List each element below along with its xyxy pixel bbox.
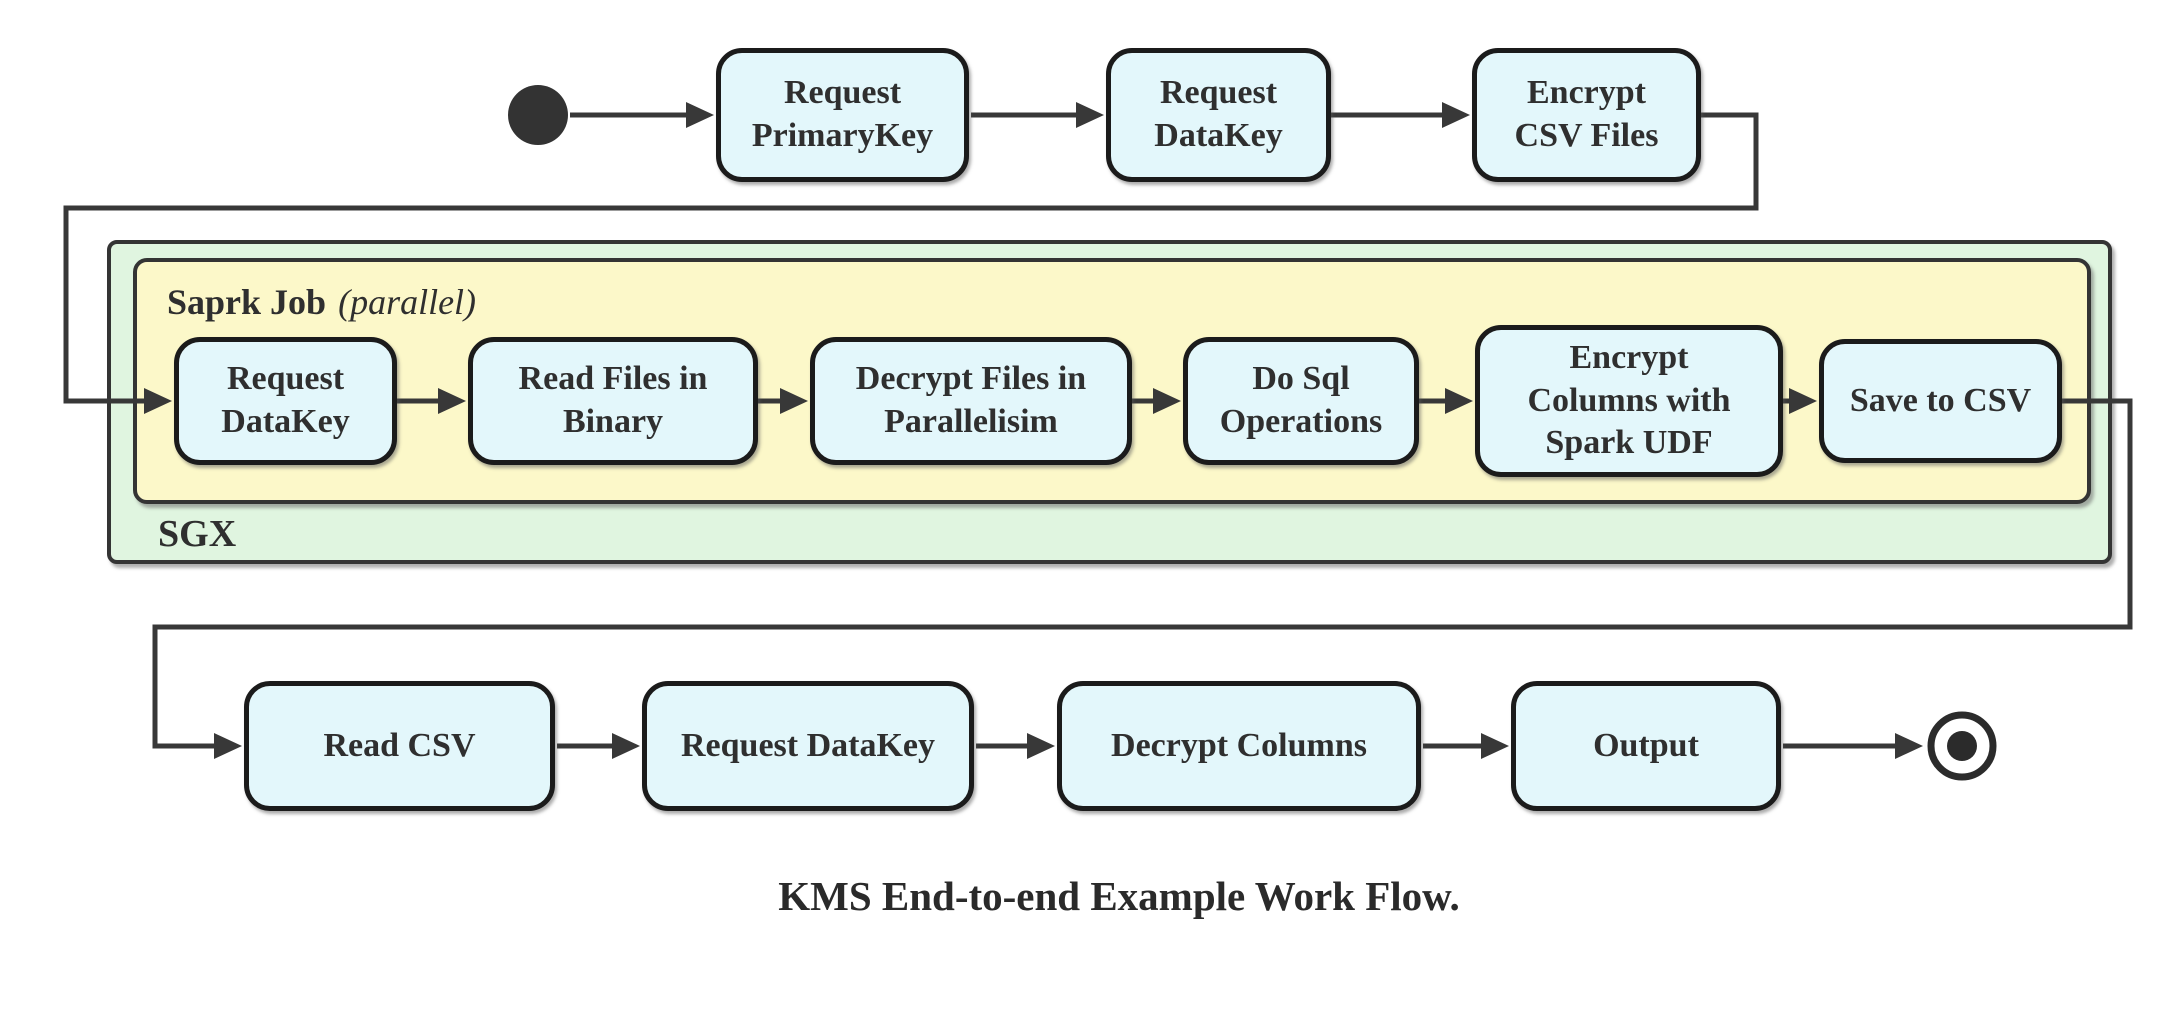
state-request-datakey-bottom: Request DataKey [642, 681, 974, 811]
state-output: Output [1511, 681, 1781, 811]
state-decrypt-columns: Decrypt Columns [1057, 681, 1421, 811]
state-read-files-in-binary: Read Files in Binary [468, 337, 758, 465]
state-sgx-request-datakey: Request DataKey [174, 337, 397, 465]
state-encrypt-csv-files: Encrypt CSV Files [1472, 48, 1701, 182]
spark-job-label-parallel: (parallel) [338, 282, 477, 322]
state-decrypt-files-in-parallelisim: Decrypt Files in Parallelisim [810, 337, 1132, 465]
spark-job-container-label: Saprk Job (parallel) [167, 281, 476, 323]
spark-job-label-bold: Saprk Job [167, 282, 327, 322]
initial-state-node [508, 85, 568, 145]
state-encrypt-columns-with-spark-udf: Encrypt Columns with Spark UDF [1475, 325, 1783, 477]
state-read-csv: Read CSV [244, 681, 555, 811]
state-request-datakey-top: Request DataKey [1106, 48, 1331, 182]
diagram-caption: KMS End-to-end Example Work Flow. [778, 873, 1460, 919]
state-request-primarykey: Request PrimaryKey [716, 48, 969, 182]
sgx-container-label: SGX [158, 513, 237, 555]
state-do-sql-operations: Do Sql Operations [1183, 337, 1419, 465]
state-save-to-csv: Save to CSV [1819, 339, 2062, 463]
final-state-node [1927, 711, 1997, 781]
